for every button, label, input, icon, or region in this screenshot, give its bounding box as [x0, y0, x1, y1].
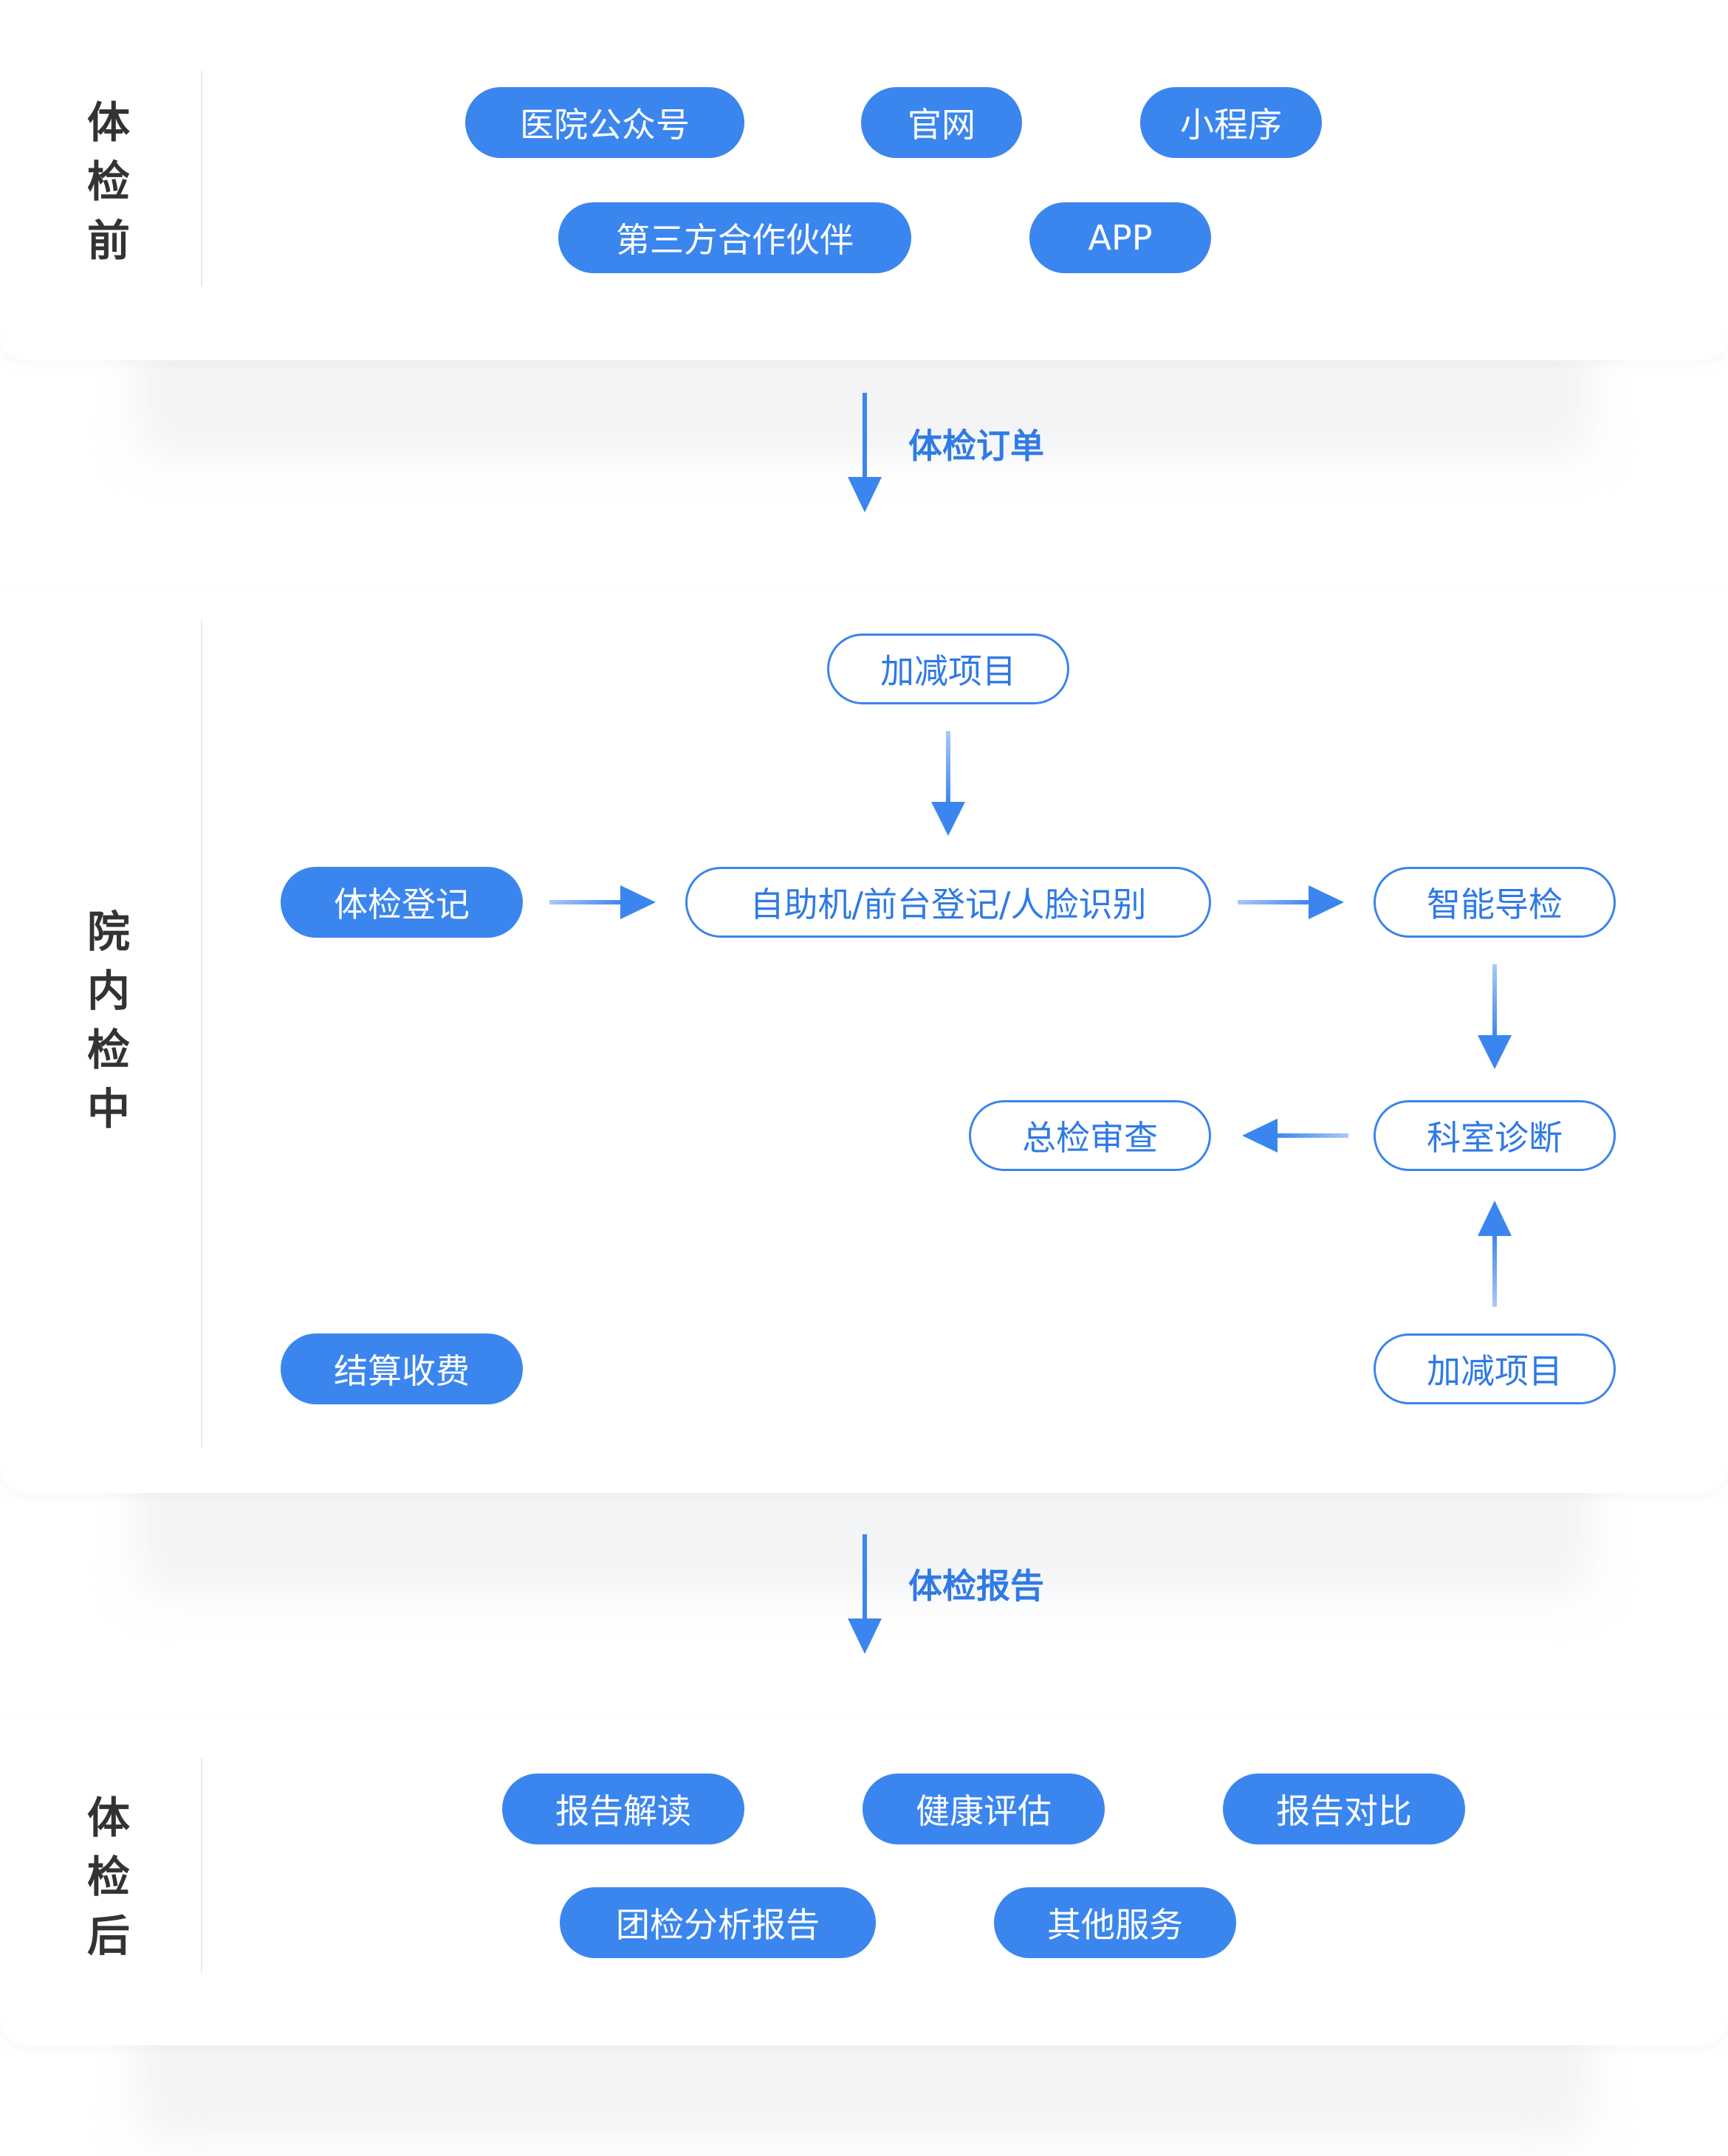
- channel-app[interactable]: APP: [1029, 202, 1211, 273]
- stage-divider-during: [201, 620, 202, 1447]
- channel-wechat-account[interactable]: 医院公众号: [465, 87, 744, 158]
- service-other-services[interactable]: 其他服务: [994, 1887, 1236, 1958]
- node-kiosk-frontdesk-face[interactable]: 自助机/前台登记/人脸识别: [685, 867, 1211, 938]
- service-report-interpretation[interactable]: 报告解读: [502, 1774, 744, 1844]
- stage-label-during: 院内检中: [86, 907, 130, 1134]
- arrow-report-down: [848, 1534, 882, 1654]
- arrow-adjust-to-kiosk: [931, 731, 965, 836]
- channel-mini-program[interactable]: 小程序: [1140, 87, 1322, 158]
- node-adjust-items-top[interactable]: 加减项目: [827, 634, 1069, 704]
- service-health-assessment[interactable]: 健康评估: [863, 1774, 1105, 1844]
- service-report-comparison[interactable]: 报告对比: [1223, 1774, 1465, 1844]
- node-exam-registration[interactable]: 体检登记: [281, 867, 523, 938]
- flow-label-order: 体检订单: [908, 426, 1044, 466]
- node-general-review[interactable]: 总检审查: [969, 1100, 1211, 1171]
- arrow-order-down: [848, 393, 882, 512]
- arrow-register-to-kiosk: [549, 885, 656, 919]
- stage-label-after: 体检后: [86, 1793, 130, 1961]
- stage-divider-before: [201, 71, 202, 286]
- service-group-analysis-report[interactable]: 团检分析报告: [560, 1887, 876, 1958]
- channel-third-party-partner[interactable]: 第三方合作伙伴: [558, 202, 911, 273]
- stage-label-before: 体检前: [86, 97, 130, 266]
- channel-website[interactable]: 官网: [861, 87, 1022, 158]
- node-settlement-payment[interactable]: 结算收费: [281, 1333, 523, 1404]
- node-adjust-items-bottom[interactable]: 加减项目: [1374, 1333, 1616, 1404]
- stage-divider-after: [201, 1757, 202, 1973]
- arrow-diagnosis-to-review: [1242, 1119, 1348, 1153]
- node-smart-guidance[interactable]: 智能导检: [1374, 867, 1616, 938]
- arrow-guidance-to-diagnosis: [1478, 964, 1512, 1069]
- arrow-kiosk-to-guidance: [1238, 885, 1344, 919]
- stage-card-before: 体检前 医院公众号 官网 小程序 第三方合作伙伴 APP: [0, 0, 1728, 360]
- stage-card-during: 院内检中 加减项目 体检登记 自助机/前台登记/人脸识别 智能导检 总检审查 科…: [0, 591, 1728, 1493]
- arrow-adjust-to-diagnosis: [1478, 1201, 1512, 1307]
- node-department-diagnosis[interactable]: 科室诊断: [1374, 1100, 1616, 1171]
- flow-label-report: 体检报告: [908, 1566, 1044, 1606]
- stage-card-after: 体检后 报告解读 健康评估 报告对比 团检分析报告 其他服务: [0, 1720, 1728, 2045]
